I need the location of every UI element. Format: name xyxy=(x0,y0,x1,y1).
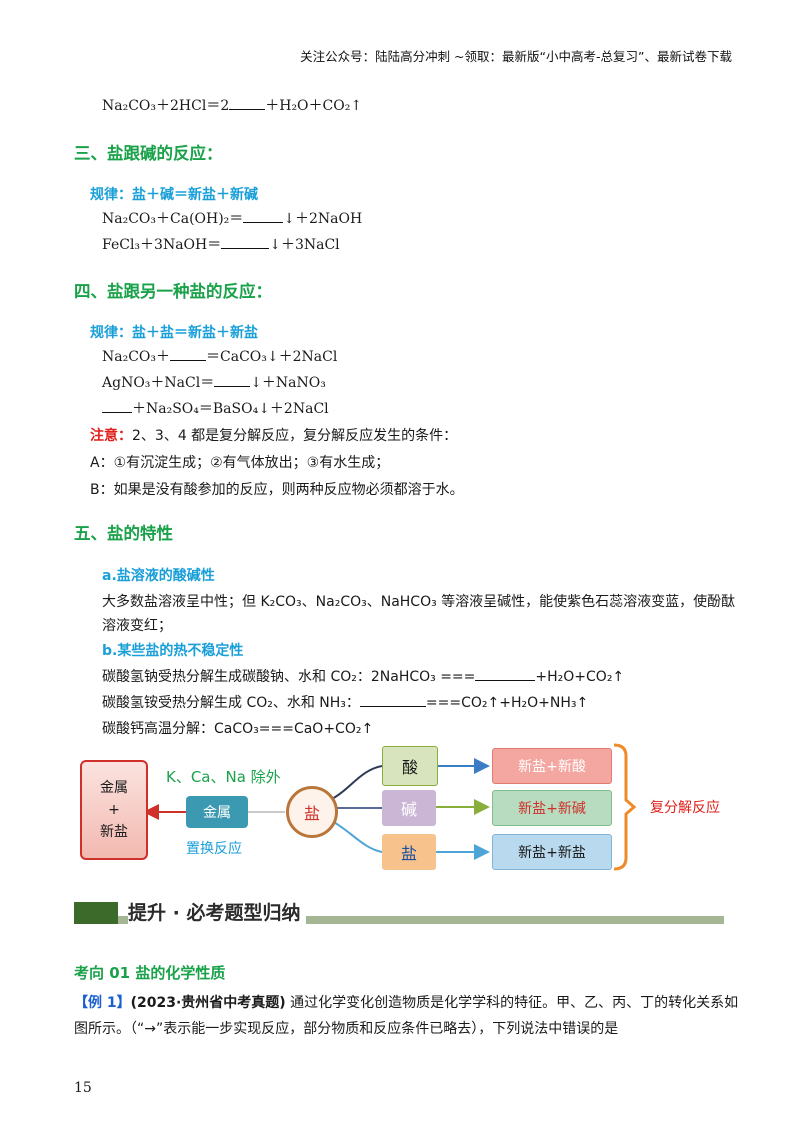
result-new-salt-new-base: 新盐+新碱 xyxy=(492,790,612,826)
bracket xyxy=(613,743,637,871)
equation-right: ＋H₂O＋CO₂↑ xyxy=(265,98,363,114)
answer-blank[interactable] xyxy=(229,95,266,110)
answer-blank[interactable] xyxy=(243,208,284,223)
section4-eq3: ＋Na₂SO₄＝BaSO₄↓＋2NaCl xyxy=(102,398,329,418)
section4-rule: 规律：盐＋盐＝新盐＋新盐 xyxy=(90,325,258,341)
left-box-line3: 新盐 xyxy=(100,824,128,840)
line-b2-right: ===CO₂↑+H₂O+NH₃↑ xyxy=(425,695,589,711)
eq-right: ↓＋2NaOH xyxy=(283,211,363,227)
section4-title: 四、盐跟另一种盐的反应： xyxy=(74,282,272,301)
header-note: 关注公众号：陆陆高分冲刺 ~领取：最新版“小中高考-总复习”、最新试卷下载 xyxy=(300,49,732,64)
line-b1-right: +H₂O+CO₂↑ xyxy=(535,669,625,685)
para-a-line2: 溶液变红； xyxy=(102,618,172,634)
example-line1: 【例 1】(2023·贵州省中考真题) 通过化学变化创造物质是化学学科的特征。甲… xyxy=(74,992,738,1012)
condition-a: A：①有沉淀生成；②有气体放出；③有水生成； xyxy=(90,455,390,471)
salt-circle: 盐 xyxy=(286,786,338,838)
left-box-line1: 金属 xyxy=(100,780,128,796)
answer-blank[interactable] xyxy=(170,346,207,361)
eq-left: Na₂CO₃＋ xyxy=(102,349,171,365)
example-tag: 【例 1】 xyxy=(74,995,131,1011)
subsection-a-title: a.盐溶液的酸碱性 xyxy=(102,568,215,584)
eq-left: Na₂CO₃＋Ca(OH)₂＝ xyxy=(102,211,244,227)
top-equation: Na₂CO₃＋2HCl＝2 ＋H₂O＋CO₂↑ xyxy=(102,95,362,115)
banner-title: 提升 · 必考题型归纳 xyxy=(128,898,307,925)
section4-eq1: Na₂CO₃＋ ＝CaCO₃↓＋2NaCl xyxy=(102,346,337,366)
eq-right: ↓＋NaNO₃ xyxy=(250,375,326,391)
subsection-b-title: b.某些盐的热不稳定性 xyxy=(102,643,244,659)
line-b1-left: 碳酸氢钠受热分解生成碳酸钠、水和 CO₂：2NaHCO₃ === xyxy=(102,669,476,685)
curve-to-salt xyxy=(329,819,383,853)
example-source: (2023·贵州省中考真题) xyxy=(130,995,286,1011)
double-decomposition-label: 复分解反应 xyxy=(650,800,720,816)
para-a-line1: 大多数盐溶液呈中性；但 K₂CO₃、Na₂CO₃、NaHCO₃ 等溶液呈碱性，能… xyxy=(102,594,736,610)
eq-left: AgNO₃＋NaCl＝ xyxy=(102,375,215,391)
answer-blank[interactable] xyxy=(475,666,536,681)
answer-blank[interactable] xyxy=(214,372,251,387)
answer-blank[interactable] xyxy=(359,692,426,707)
line-b2-left: 碳酸氢铵受热分解生成 CO₂、水和 NH₃： xyxy=(102,695,360,711)
section3-eq1: Na₂CO₃＋Ca(OH)₂＝ ↓＋2NaOH xyxy=(102,208,362,228)
result-new-salt-new-salt: 新盐+新盐 xyxy=(492,834,612,870)
left-box-line2: + xyxy=(108,802,120,818)
topic-title: 考向 01 盐的化学性质 xyxy=(74,964,226,982)
metal-new-salt-box: 金属 + 新盐 xyxy=(80,760,148,860)
eq-right: ＝CaCO₃↓＋2NaCl xyxy=(206,349,338,365)
page-number: 15 xyxy=(74,1080,92,1096)
acid-box: 酸 xyxy=(382,746,438,786)
section3-title: 三、盐跟碱的反应： xyxy=(74,144,223,163)
section3-eq2: FeCl₃＋3NaOH＝ ↓＋3NaCl xyxy=(102,234,340,254)
section5-title: 五、盐的特性 xyxy=(74,524,173,543)
note-text: 2、3、4 都是复分解反应，复分解反应发生的条件： xyxy=(132,428,458,444)
eq-left: FeCl₃＋3NaOH＝ xyxy=(102,237,222,253)
section-banner: 提升 · 必考题型归纳 xyxy=(74,898,724,926)
equation-left: Na₂CO₃＋2HCl＝2 xyxy=(102,98,230,114)
section3-rule: 规律：盐＋碱＝新盐＋新碱 xyxy=(90,187,258,203)
exclusion-note: K、Ca、Na 除外 xyxy=(166,768,281,786)
answer-blank[interactable] xyxy=(102,398,132,413)
line-b3: 碳酸钙高温分解：CaCO₃===CaO+CO₂↑ xyxy=(102,721,374,737)
note-line: 注意：2、3、4 都是复分解反应，复分解反应发生的条件： xyxy=(90,425,457,445)
result-new-salt-new-acid: 新盐+新酸 xyxy=(492,748,612,784)
replacement-label: 置换反应 xyxy=(186,841,242,857)
condition-b: B：如果是没有酸参加的反应，则两种反应物必须都溶于水。 xyxy=(90,482,464,498)
line-b2: 碳酸氢铵受热分解生成 CO₂、水和 NH₃： ===CO₂↑+H₂O+NH₃↑ xyxy=(102,692,588,712)
banner-bar xyxy=(74,916,724,924)
note-label: 注意： xyxy=(90,428,132,444)
example-text2: 图所示。（“→”表示能一步实现反应，部分物质和反应条件已略去），下列说法中错误的… xyxy=(74,1021,619,1037)
base-box: 碱 xyxy=(382,790,436,826)
curve-to-acid xyxy=(329,765,383,801)
eq-right: ＋Na₂SO₄＝BaSO₄↓＋2NaCl xyxy=(132,401,329,417)
metal-box: 金属 xyxy=(186,796,248,828)
answer-blank[interactable] xyxy=(221,234,270,249)
eq-right: ↓＋3NaCl xyxy=(269,237,340,253)
banner-flag xyxy=(74,902,118,924)
example-text1: 通过化学变化创造物质是化学学科的特征。甲、乙、丙、丁的转化关系如 xyxy=(290,995,739,1011)
salt-box: 盐 xyxy=(382,834,436,870)
line-b1: 碳酸氢钠受热分解生成碳酸钠、水和 CO₂：2NaHCO₃ === +H₂O+CO₂… xyxy=(102,666,624,686)
section4-eq2: AgNO₃＋NaCl＝ ↓＋NaNO₃ xyxy=(102,372,326,392)
